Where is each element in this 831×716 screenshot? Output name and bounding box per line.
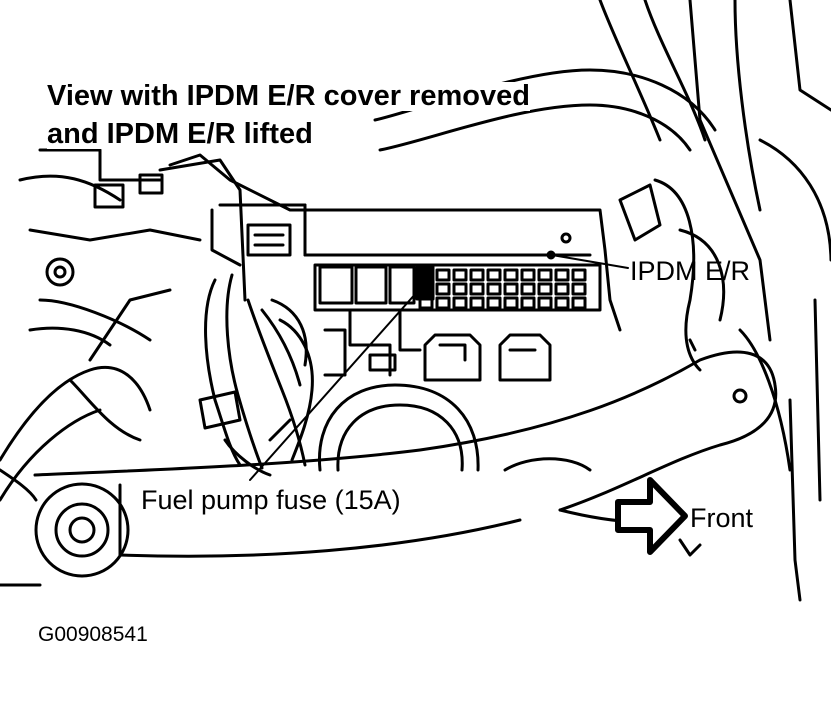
view-title-line1: View with IPDM E/R cover removed <box>47 80 530 112</box>
ipdm-er-label: IPDM E/R <box>630 256 751 286</box>
fuel-pump-fuse-label: Fuel pump fuse (15A) <box>141 485 401 515</box>
mini-fuse-grid <box>418 268 587 310</box>
front-arrow <box>615 477 688 555</box>
view-title-line2: and IPDM E/R lifted <box>47 118 313 150</box>
front-direction-label: Front <box>690 503 754 533</box>
figure-id: G00908541 <box>38 623 148 646</box>
